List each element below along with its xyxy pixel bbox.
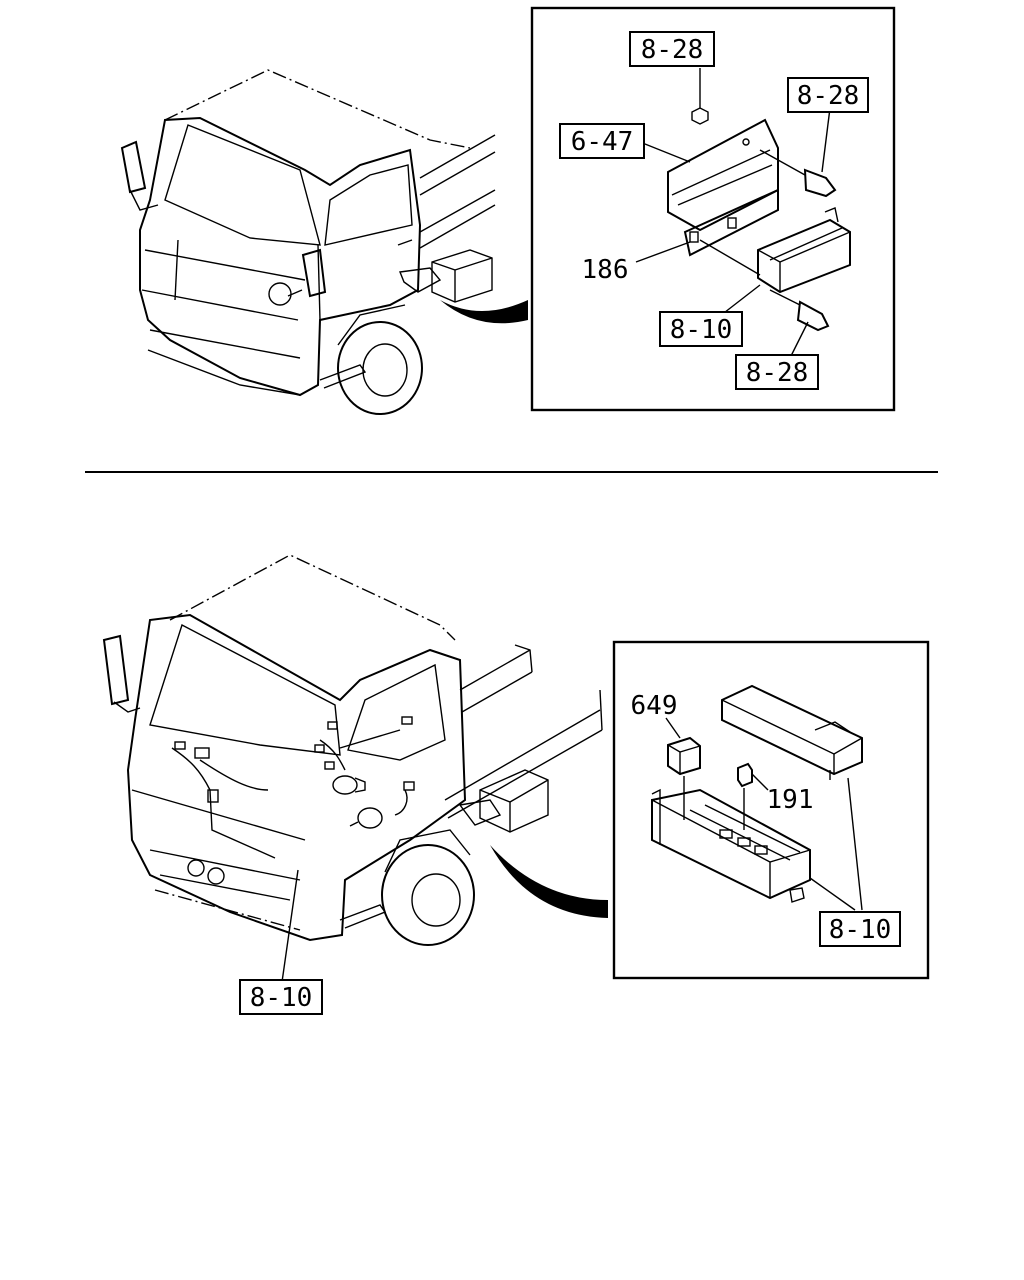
label-top-bracket: 6-47 (559, 123, 645, 159)
bottom-detail-frame (612, 640, 930, 980)
svg-text:8-28: 8-28 (641, 35, 704, 65)
label-bottom-relay-191: 191 (767, 785, 814, 815)
svg-text:8-28: 8-28 (797, 81, 860, 111)
svg-text:8-10: 8-10 (670, 315, 733, 345)
svg-text:186: 186 (582, 255, 629, 285)
svg-text:8-28: 8-28 (746, 358, 809, 388)
label-top-bolt-upper: 8-28 (787, 77, 869, 113)
label-bottom-harness: 8-10 (239, 979, 323, 1015)
bottom-truck-cab (102, 554, 608, 983)
top-detail-parts (635, 68, 851, 359)
top-truck-cab (120, 69, 528, 415)
label-top-callout-186: 186 (582, 255, 629, 285)
label-bottom-relay-649: 649 (631, 691, 678, 721)
svg-text:8-10: 8-10 (829, 915, 892, 945)
top-detail-frame (530, 6, 896, 412)
svg-text:6-47: 6-47 (571, 127, 634, 157)
label-top-bolt-lower: 8-28 (735, 354, 819, 390)
svg-text:191: 191 (767, 785, 814, 815)
label-bottom-fuse-box: 8-10 (819, 911, 901, 947)
svg-text:649: 649 (631, 691, 678, 721)
label-top-fuse-box: 8-10 (659, 311, 743, 347)
label-top-bracket-nut: 8-28 (629, 31, 715, 67)
bottom-detail-parts (651, 684, 863, 911)
svg-text:8-10: 8-10 (250, 983, 313, 1013)
